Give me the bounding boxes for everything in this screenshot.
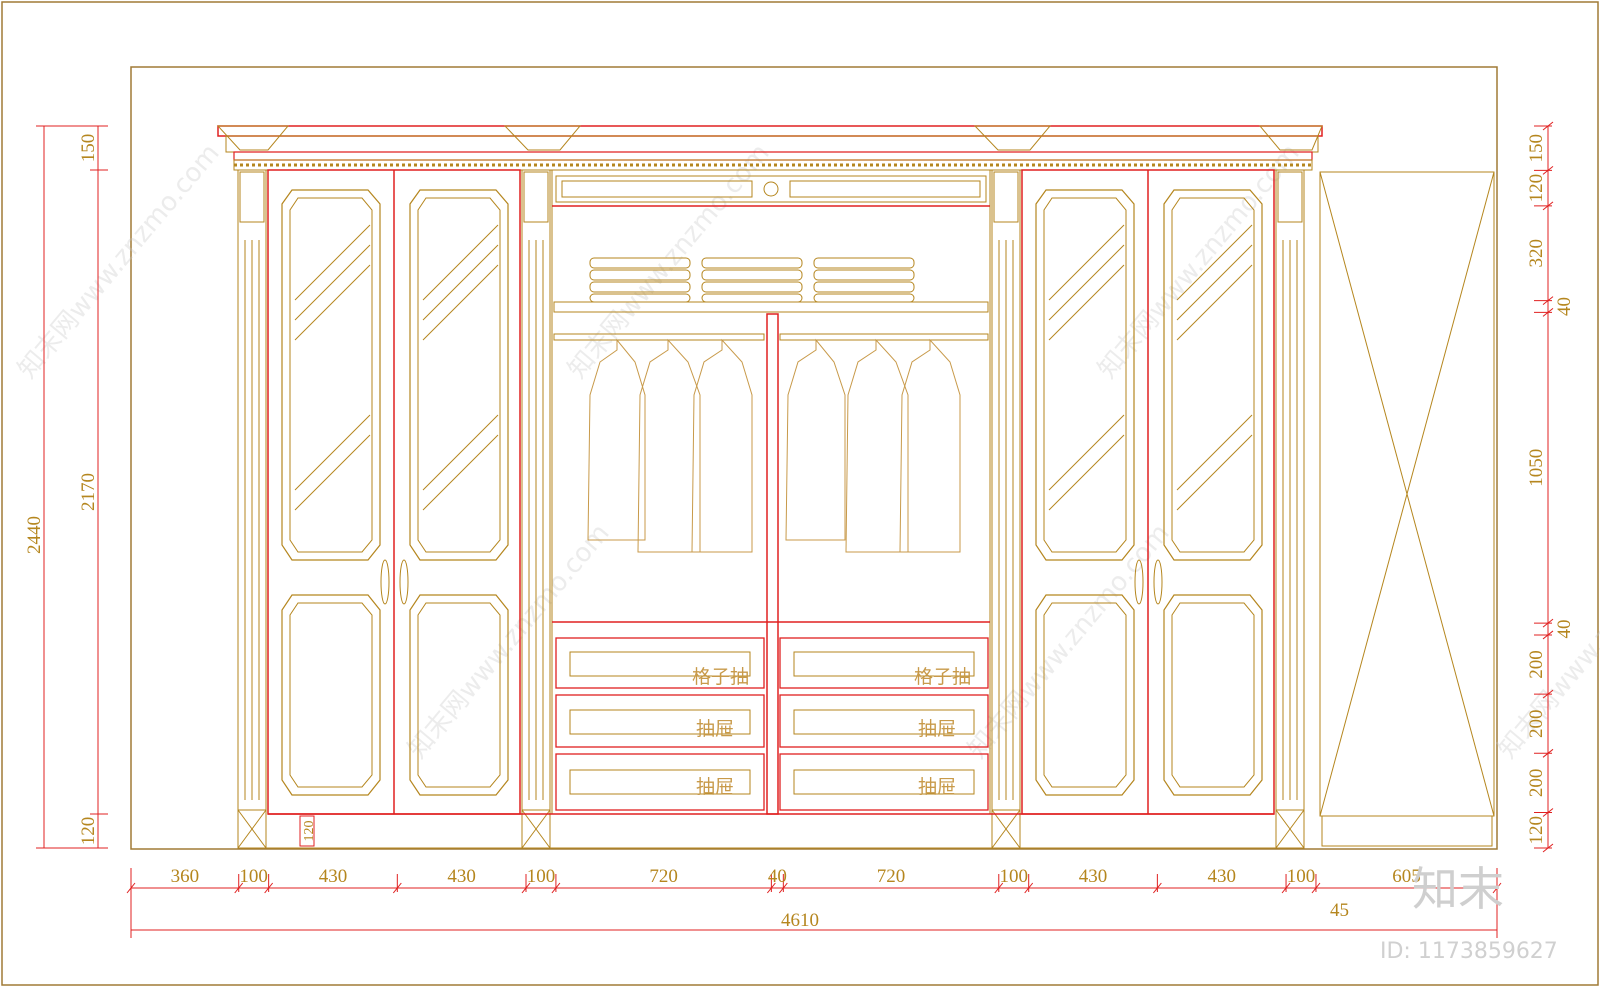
right-dim-label: 120 — [1526, 816, 1547, 845]
pilaster-left — [237, 169, 267, 849]
pilaster-center-left — [521, 169, 551, 849]
right-dim-label: 150 — [1526, 134, 1547, 163]
drawer-label: 格子抽 — [914, 666, 971, 688]
bottom-dim-label: 40 — [768, 866, 787, 887]
right-dim-label: 120 — [1526, 174, 1547, 203]
watermark-text: 知末网www.znzmo.com — [562, 138, 775, 384]
bottom-dim-label: 100 — [527, 866, 556, 887]
left-dim-plinth: 120 — [78, 817, 99, 846]
brand-watermark: 知末 — [1412, 862, 1504, 916]
bottom-dimension-labels: 360 100 430 430 100 720 40 720 100 430 430 100 605 — [171, 866, 1421, 887]
right-door-pair — [1021, 169, 1275, 815]
left-dim-overall: 2440 — [24, 516, 45, 554]
ornament-icon — [763, 181, 779, 197]
cornice — [216, 125, 1323, 171]
left-dim-cornice: 150 — [78, 134, 99, 163]
door-handle-icon — [380, 559, 390, 605]
drawer-label: 格子抽 — [692, 666, 749, 688]
right-dim-label: 40 — [1554, 620, 1575, 639]
bottom-dim-label: 720 — [649, 866, 678, 887]
bottom-dim-label: 430 — [447, 866, 476, 887]
pilaster-right — [1275, 169, 1305, 849]
drawer-label: 抽屉 — [918, 718, 956, 740]
right-dim-label: 40 — [1554, 297, 1575, 316]
watermark-text: 知末网www.znzmo.com — [962, 518, 1175, 764]
bottom-dim-label: 430 — [1207, 866, 1236, 887]
left-door-pair — [267, 169, 521, 815]
door-handle-icon — [399, 559, 409, 605]
left-dim-body: 2170 — [78, 473, 99, 511]
pilaster-center-right — [991, 169, 1021, 849]
door-handle-icon — [1134, 559, 1144, 605]
bottom-dim-label: 360 — [171, 866, 200, 887]
image-id-watermark: ID: 1173859627 — [1380, 939, 1558, 964]
right-dim-label: 320 — [1526, 239, 1547, 268]
side-gap-dim: 45 — [1330, 900, 1349, 921]
right-dim-label: 200 — [1526, 709, 1547, 738]
hanging-clothes — [587, 338, 961, 553]
center-open-section: 格子抽 格子抽 抽屉 抽屉 抽屉 抽屉 — [551, 169, 991, 815]
bottom-dim-label: 720 — [877, 866, 906, 887]
bottom-dim-label: 430 — [319, 866, 348, 887]
total-width-dim: 4610 — [781, 910, 819, 931]
room-outline — [130, 66, 1498, 850]
door-handle-icon — [1153, 559, 1163, 605]
bottom-dim-label: 100 — [999, 866, 1028, 887]
right-dim-label: 1050 — [1526, 449, 1547, 487]
drawer-label: 抽屉 — [918, 776, 956, 798]
plinth — [238, 813, 1304, 849]
right-dim-label: 200 — [1526, 769, 1547, 798]
bottom-dimension-ticks — [126, 874, 1502, 894]
drawers — [555, 637, 989, 811]
drawer-label: 抽屉 — [696, 776, 734, 798]
side-end-panel — [1319, 171, 1495, 847]
watermark-layer: 知末网www.znzmo.com 知末网www.znzmo.com 知末网www… — [12, 138, 1600, 764]
left-dimension-lines — [36, 125, 108, 849]
drawer-label: 抽屉 — [696, 718, 734, 740]
right-dim-label: 200 — [1526, 650, 1547, 679]
bottom-dim-label: 100 — [239, 866, 268, 887]
right-dimension-ticks — [1534, 121, 1554, 853]
right-dimension-labels: 150 120 320 40 1050 40 200 200 200 120 — [1526, 134, 1575, 845]
bottom-dim-label: 100 — [1287, 866, 1316, 887]
plinth-small-dim: 120 — [302, 821, 317, 842]
bottom-dim-label: 605 — [1392, 866, 1421, 887]
bottom-dim-label: 430 — [1079, 866, 1108, 887]
watermark-text: 知末网www.znzmo.com — [402, 518, 615, 764]
